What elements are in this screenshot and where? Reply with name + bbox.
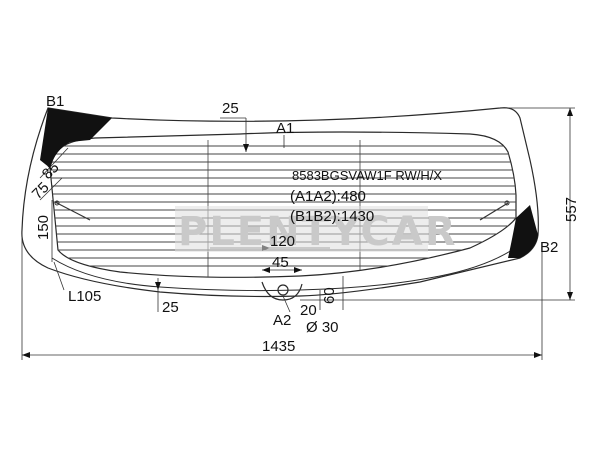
watermark-box [175, 206, 428, 252]
label-a2: A2 [273, 312, 291, 329]
dim-diameter: Ø 30 [306, 319, 339, 336]
dim-20: 20 [300, 302, 317, 319]
label-b2: B2 [540, 239, 558, 256]
dim-top-25-arrow [243, 144, 249, 152]
dim-height-arrow-bottom [567, 292, 573, 300]
a2-leader [282, 295, 291, 313]
dim-l105-line [53, 261, 65, 291]
corner-b1-block [40, 108, 112, 168]
dim-45-arrow-right [294, 267, 302, 273]
glass-inner-outline [49, 131, 517, 278]
dim-150: 150 [35, 215, 52, 240]
left-wiper-line [54, 201, 91, 221]
dim-bottom-25-arrow [155, 282, 161, 290]
dim-120: 120 [270, 233, 295, 250]
a1a2-value: (A1A2):480 [290, 188, 366, 205]
right-wiper-dot [504, 200, 510, 206]
dim-bottom-25: 25 [162, 299, 179, 316]
glass-outer-outline [21, 107, 539, 298]
dim-top-25: 25 [222, 100, 239, 117]
dim-width-arrow-left [22, 352, 30, 358]
label-b1: B1 [46, 93, 64, 110]
wiper-notch [261, 281, 303, 301]
dim-85: 85 [39, 159, 63, 183]
dim-85-leader [39, 147, 69, 179]
b1b2-value: (B1B2):1430 [290, 208, 374, 225]
dim-45: 45 [272, 254, 289, 271]
part-code: 8583BGSVAW1F RW/H/X [292, 168, 442, 183]
watermark-text: PLENTYCAR [178, 209, 458, 255]
dim-height-557: 557 [563, 197, 580, 222]
dim-width-arrow-right [534, 352, 542, 358]
dim-75-leader [39, 177, 63, 201]
dim-75: 75 [29, 179, 53, 203]
dim-60: 60 [321, 287, 338, 304]
dim-height-arrow-top [567, 108, 573, 116]
right-wiper-line [479, 202, 509, 221]
left-wiper-dot [54, 200, 60, 206]
wiper-hole [277, 284, 289, 296]
label-l105: L105 [68, 288, 101, 305]
label-a1: A1 [276, 120, 294, 137]
dim-width-1435: 1435 [262, 338, 295, 355]
dim-45-arrow-left [262, 267, 270, 273]
corner-b2-block [508, 205, 538, 258]
